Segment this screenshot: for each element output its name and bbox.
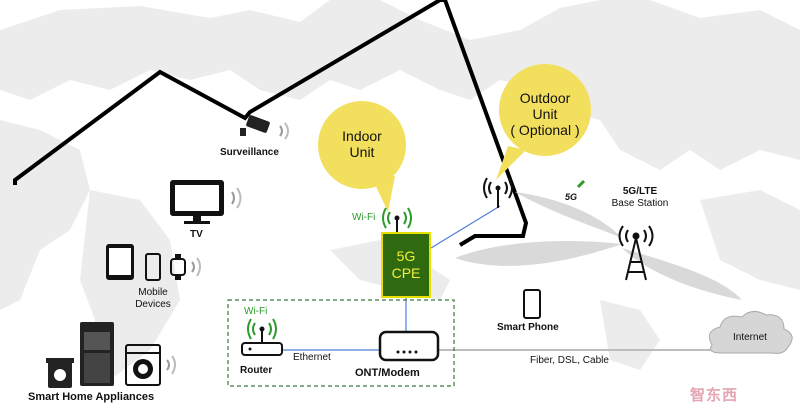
cpe-wifi-antenna-icon [382, 207, 412, 232]
base-station-line2: Base Station [611, 198, 669, 209]
internet-label: Internet [733, 332, 767, 343]
watermark-logo: 智东西 [690, 387, 739, 404]
base-station-beams [455, 192, 742, 300]
mobile-devices-label: Mobile Devices [128, 287, 178, 311]
ethernet-label: Ethernet [293, 352, 331, 363]
washing-machine-icon [125, 344, 176, 386]
world-map-background [0, 0, 800, 380]
internet-cloud-icon [708, 311, 793, 354]
mobile-devices-line2: Devices [135, 299, 171, 310]
outdoor-unit-line1: Outdoor [519, 90, 571, 106]
surveillance-camera-icon [240, 115, 289, 140]
5g-logo-label: 5G [565, 192, 578, 202]
outdoor-unit-label: Outdoor Unit ( Optional ) [500, 90, 590, 138]
surveillance-label: Surveillance [220, 147, 279, 158]
ont-modem-label: ONT/Modem [355, 367, 420, 379]
router-wifi-label: Wi-Fi [244, 306, 268, 317]
cpe-line2: CPE [391, 265, 421, 281]
smartwatch-icon [170, 254, 201, 280]
refrigerator-icon [80, 322, 114, 386]
cpe-wifi-label: Wi-Fi [352, 212, 376, 223]
smart-home-appliances-label: Smart Home Appliances [28, 391, 155, 403]
fiber-dsl-cable-label: Fiber, DSL, Cable [530, 355, 609, 366]
outdoor-unit-bubble [496, 64, 591, 180]
house-outline [13, 0, 529, 247]
router-icon [241, 318, 283, 356]
smart-phone-icon [523, 289, 541, 319]
tv-label: TV [190, 229, 203, 240]
cpe-line1: 5G [396, 248, 416, 264]
outdoor-unit-line2: Unit [532, 106, 558, 122]
phone-icon [145, 253, 161, 281]
cpe-to-outdoor-link [430, 205, 501, 249]
mobile-devices-line1: Mobile [138, 287, 168, 298]
lan-dashed-box [227, 299, 455, 387]
outdoor-antenna-icon [483, 177, 513, 208]
base-station-label: 5G/LTE Base Station [600, 186, 680, 210]
indoor-unit-bubble [318, 101, 406, 212]
router-label: Router [240, 365, 273, 376]
base-station-line1: 5G/LTE [622, 186, 658, 197]
5g-cpe-box: 5G CPE [381, 232, 431, 298]
smart-phone-label: Smart Phone [497, 322, 559, 333]
outdoor-unit-line3: ( Optional ) [510, 122, 580, 138]
tablet-icon [106, 244, 134, 280]
indoor-unit-label: Indoor Unit [342, 128, 382, 160]
5g-logo-icon [576, 179, 586, 189]
trash-bin-icon [46, 358, 74, 388]
tv-icon [170, 180, 242, 224]
ont-modem-icon [378, 330, 440, 362]
base-station-tower-icon [618, 225, 654, 281]
